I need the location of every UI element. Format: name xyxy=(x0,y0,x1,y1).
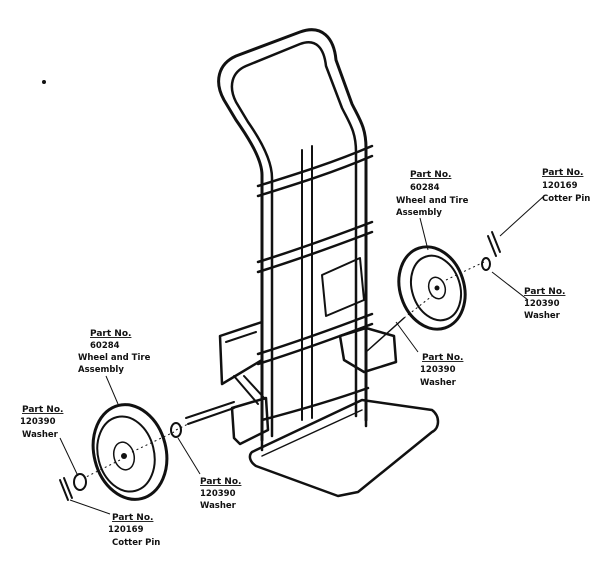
print-speck xyxy=(42,80,46,84)
svg-text:120390: 120390 xyxy=(524,299,560,309)
svg-text:120169: 120169 xyxy=(542,181,578,191)
svg-text:Part No.: Part No. xyxy=(90,329,131,339)
label-left-cotter-pin: Part No. 120169 Cotter Pin xyxy=(108,513,160,548)
right-washer xyxy=(481,257,491,271)
svg-text:Part No.: Part No. xyxy=(22,405,63,415)
svg-text:Wheel and Tire: Wheel and Tire xyxy=(396,196,469,206)
svg-text:120390: 120390 xyxy=(420,365,456,375)
svg-text:Washer: Washer xyxy=(22,430,59,440)
left-inner-washer xyxy=(170,422,182,438)
svg-text:Part No.: Part No. xyxy=(200,477,241,487)
label-right-wheel: Part No. 60284 Wheel and Tire Assembly xyxy=(396,170,469,218)
label-left-inner-washer: Part No. 120390 Washer xyxy=(200,477,241,511)
right-cotter-pin xyxy=(487,231,501,257)
label-right-cotter-pin: Part No. 120169 Cotter Pin xyxy=(542,168,590,204)
svg-text:Assembly: Assembly xyxy=(78,365,124,375)
svg-text:Part No.: Part No. xyxy=(524,287,565,297)
explode-lines xyxy=(83,261,485,479)
svg-text:Wheel and Tire: Wheel and Tire xyxy=(78,353,151,363)
left-outer-washer xyxy=(73,473,87,491)
svg-text:120390: 120390 xyxy=(20,417,56,427)
svg-text:Part No.: Part No. xyxy=(542,168,583,178)
svg-text:Washer: Washer xyxy=(200,501,237,511)
svg-text:Part No.: Part No. xyxy=(410,170,451,180)
svg-text:60284: 60284 xyxy=(410,183,440,193)
svg-text:Assembly: Assembly xyxy=(396,208,442,218)
svg-text:Part No.: Part No. xyxy=(112,513,153,523)
label-right-inner-washer: Part No. 120390 Washer xyxy=(420,353,463,388)
svg-text:120390: 120390 xyxy=(200,489,236,499)
label-right-outer-washer: Part No. 120390 Washer xyxy=(524,287,565,321)
hand-truck-frame xyxy=(185,28,440,498)
right-wheel-assembly xyxy=(397,245,467,331)
leader-lines xyxy=(59,195,545,515)
svg-text:Cotter Pin: Cotter Pin xyxy=(112,538,160,548)
svg-text:Part No.: Part No. xyxy=(422,353,463,363)
label-left-outer-washer: Part No. 120390 Washer xyxy=(20,405,63,440)
left-wheel-assembly xyxy=(91,403,169,501)
svg-text:Cotter Pin: Cotter Pin xyxy=(542,194,590,204)
svg-text:Washer: Washer xyxy=(524,311,561,321)
svg-text:Washer: Washer xyxy=(420,378,457,388)
left-cotter-pin xyxy=(59,477,73,501)
svg-text:120169: 120169 xyxy=(108,525,144,535)
label-left-wheel: Part No. 60284 Wheel and Tire Assembly xyxy=(78,329,151,375)
svg-text:60284: 60284 xyxy=(90,341,120,351)
